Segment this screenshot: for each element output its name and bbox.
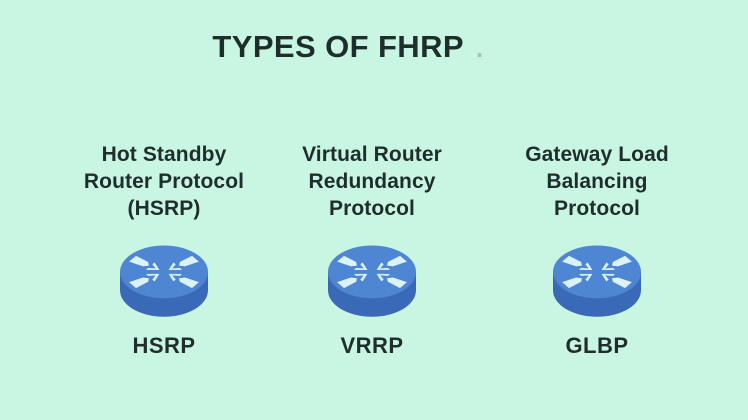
page-title-text: TYPES OF FHRP xyxy=(212,29,464,64)
router-icon xyxy=(120,245,208,317)
router-icon xyxy=(328,245,416,317)
protocol-name-line: Balancing xyxy=(546,170,648,193)
protocol-column-hsrp: Hot Standby Router Protocol (HSRP) xyxy=(59,141,269,360)
protocol-name-line: Protocol xyxy=(329,197,415,220)
protocol-name-line: Router Protocol xyxy=(83,170,245,193)
protocol-name-line: Virtual Router xyxy=(302,143,442,166)
protocol-name: Virtual Router Redundancy Protocol xyxy=(267,141,477,222)
protocol-abbreviation: GLBP xyxy=(565,333,629,358)
protocol-name-line: (HSRP) xyxy=(127,197,201,220)
protocol-column-glbp: Gateway Load Balancing Protocol xyxy=(492,141,702,360)
protocol-name-line: Protocol xyxy=(554,197,640,220)
protocol-abbreviation: VRRP xyxy=(340,333,404,358)
protocol-name-line: Gateway Load xyxy=(525,143,669,166)
protocol-abbreviation: HSRP xyxy=(132,333,196,358)
protocol-name: Hot Standby Router Protocol (HSRP) xyxy=(59,141,269,222)
protocol-column-vrrp: Virtual Router Redundancy Protocol xyxy=(267,141,477,360)
protocol-name-line: Redundancy xyxy=(308,170,436,193)
protocol-name: Gateway Load Balancing Protocol xyxy=(492,141,702,222)
page-title: TYPES OF FHRP. xyxy=(0,29,722,65)
protocol-name-line: Hot Standby xyxy=(101,143,227,166)
router-icon xyxy=(553,245,641,317)
title-period: . xyxy=(475,33,484,63)
